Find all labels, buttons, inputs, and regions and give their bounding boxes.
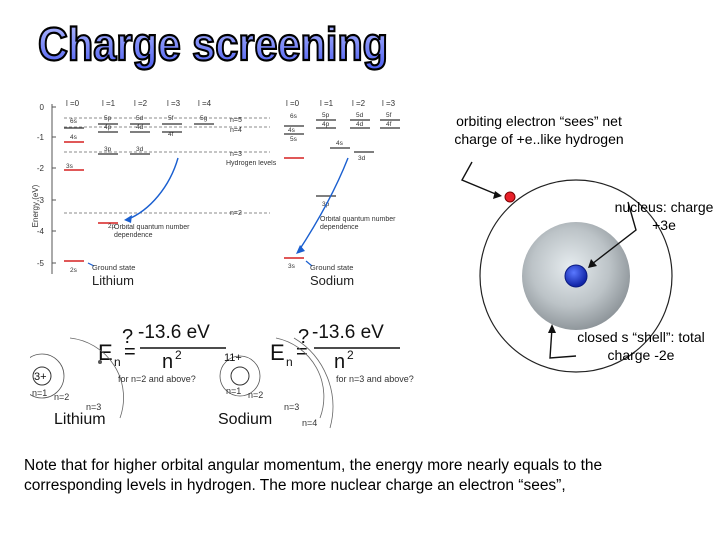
li-state: 4p bbox=[104, 124, 112, 131]
li-orbit-n2: n=2 bbox=[54, 392, 69, 402]
li-col-l4: l =4 bbox=[198, 99, 212, 108]
na-col-l3: l =3 bbox=[382, 99, 396, 108]
shell-label: closed s “shell”: total charge -2e bbox=[577, 329, 705, 363]
li-state: 3s bbox=[66, 163, 74, 170]
na-col-l1: l =1 bbox=[320, 99, 334, 108]
na-state: 6s bbox=[290, 113, 298, 120]
li-formula-den: n bbox=[162, 351, 173, 373]
na-ground-label: Ground state bbox=[310, 263, 353, 272]
li-col-l2: l =2 bbox=[134, 99, 148, 108]
li-orbit-n3: n=3 bbox=[86, 402, 101, 412]
energy-level-diagram: Energy (eV) 0 -1 -2 -3 -4 -5 l =0 l =1 l… bbox=[31, 99, 400, 288]
lithium-atom: 3+ n=1 n=2 n=3 bbox=[30, 337, 124, 419]
na-state: 4p bbox=[322, 121, 330, 128]
li-state: 6s bbox=[70, 118, 78, 125]
bottom-note: Note that for higher orbital angular mom… bbox=[24, 457, 603, 494]
li-state: 2p bbox=[108, 223, 116, 230]
li-state: 3p bbox=[104, 146, 112, 153]
li-state: 5g bbox=[200, 115, 208, 122]
hydrogen-levels-label: Hydrogen levels bbox=[226, 160, 277, 167]
na-orbit-n3: n=3 bbox=[284, 402, 299, 412]
y-tick: -5 bbox=[37, 259, 45, 268]
na-state: 4s bbox=[336, 140, 344, 147]
sodium-atom: 11+ n=1 n=2 n=3 n=4 bbox=[219, 337, 334, 429]
li-col-l1: l =1 bbox=[102, 99, 116, 108]
y-tick: -4 bbox=[37, 227, 45, 236]
orbit-diagram bbox=[461, 161, 673, 373]
na-name: Sodium bbox=[310, 273, 354, 288]
na-formula-name: Sodium bbox=[218, 411, 272, 428]
na-formula-q: ? bbox=[298, 326, 309, 348]
y-tick: -1 bbox=[37, 133, 45, 142]
li-state: 4s bbox=[70, 134, 78, 141]
li-col-l3: l =3 bbox=[167, 99, 181, 108]
li-nucleus-charge: 3+ bbox=[34, 371, 47, 383]
li-formula-name: Lithium bbox=[54, 411, 106, 428]
na-state: 4d bbox=[356, 121, 364, 128]
y-tick: 0 bbox=[40, 103, 45, 112]
na-formula-lhs: E bbox=[270, 340, 285, 365]
li-state: 2s bbox=[70, 267, 78, 274]
na-state: 5s bbox=[290, 136, 298, 143]
li-state: 4d bbox=[136, 124, 144, 131]
na-formula-note: for n=3 and above? bbox=[336, 374, 414, 384]
li-formula-pow: 2 bbox=[175, 348, 182, 362]
orbiting-electron bbox=[504, 191, 516, 203]
na-col-l0: l =0 bbox=[286, 99, 300, 108]
li-state: 4f bbox=[168, 131, 174, 138]
na-state: 5p bbox=[322, 112, 330, 119]
li-formula-sub: n bbox=[114, 355, 121, 369]
na-state: 4f bbox=[386, 121, 392, 128]
li-formula-q: ? bbox=[122, 326, 133, 348]
li-formula-eq: = bbox=[124, 341, 136, 363]
li-dependence-label: Orbital quantum number dependence bbox=[114, 224, 190, 239]
na-state: 3s bbox=[288, 263, 296, 270]
orbiting-electron-note: orbiting electron “sees” net charge of +… bbox=[454, 113, 624, 147]
li-formula-note: for n=2 and above? bbox=[118, 374, 196, 384]
na-state: 3d bbox=[358, 155, 366, 162]
li-ground-label: Ground state bbox=[92, 263, 135, 272]
y-axis-label: Energy (eV) bbox=[31, 184, 40, 227]
li-state: 3d bbox=[136, 146, 144, 153]
na-orbit-n1: n=1 bbox=[226, 386, 241, 396]
nucleus-label: nucleus: charge +3e bbox=[614, 199, 714, 233]
na-formula-eq: = bbox=[296, 341, 308, 363]
na-formula-note-1: for n=3 and above? bbox=[336, 374, 414, 384]
na-state: 4s bbox=[288, 127, 296, 134]
na-col-l2: l =2 bbox=[352, 99, 366, 108]
na-orbit-n2: n=2 bbox=[248, 390, 263, 400]
title-graphic: Charge screening bbox=[37, 17, 389, 71]
na-formula-sub: n bbox=[286, 355, 293, 369]
li-orbit-n1: n=1 bbox=[32, 388, 47, 398]
lithium-formula: ? E n = -13.6 eV n 2 bbox=[98, 322, 226, 373]
na-formula-pow: 2 bbox=[347, 348, 354, 362]
li-state: 5p bbox=[104, 115, 112, 122]
li-formula-num: -13.6 eV bbox=[138, 322, 210, 343]
li-col-l0: l =0 bbox=[66, 99, 80, 108]
na-formula-num: -13.6 eV bbox=[312, 322, 384, 343]
li-state: 5d bbox=[136, 115, 144, 122]
na-state: 5f bbox=[386, 112, 392, 119]
na-dependence-label: Orbital quantum number dependence bbox=[320, 216, 396, 231]
h-level-n5: n=5 bbox=[230, 117, 242, 124]
title: Charge screening bbox=[38, 18, 388, 70]
na-nucleus-charge: 11+ bbox=[224, 352, 242, 364]
li-formula-note-1: for n=2 and above? bbox=[118, 374, 196, 384]
h-level-n2: n=2 bbox=[230, 210, 242, 217]
orbit-ring bbox=[479, 179, 673, 373]
y-tick: -3 bbox=[37, 196, 45, 205]
na-state: 5d bbox=[356, 112, 364, 119]
li-state: 5f bbox=[168, 115, 174, 122]
sodium-formula: ? E n = -13.6 eV n 2 bbox=[270, 322, 400, 373]
na-orbit-n4: n=4 bbox=[302, 418, 317, 428]
y-tick: -2 bbox=[37, 164, 45, 173]
li-name: Lithium bbox=[92, 273, 134, 288]
energy-formula-panel: ? E n = -13.6 eV n 2 3+ n=1 n=2 n=3 for … bbox=[30, 322, 414, 429]
nucleus bbox=[564, 264, 588, 288]
h-level-n4: n=4 bbox=[230, 127, 242, 134]
na-formula-den: n bbox=[334, 351, 345, 373]
h-level-n3: n=3 bbox=[230, 151, 242, 158]
